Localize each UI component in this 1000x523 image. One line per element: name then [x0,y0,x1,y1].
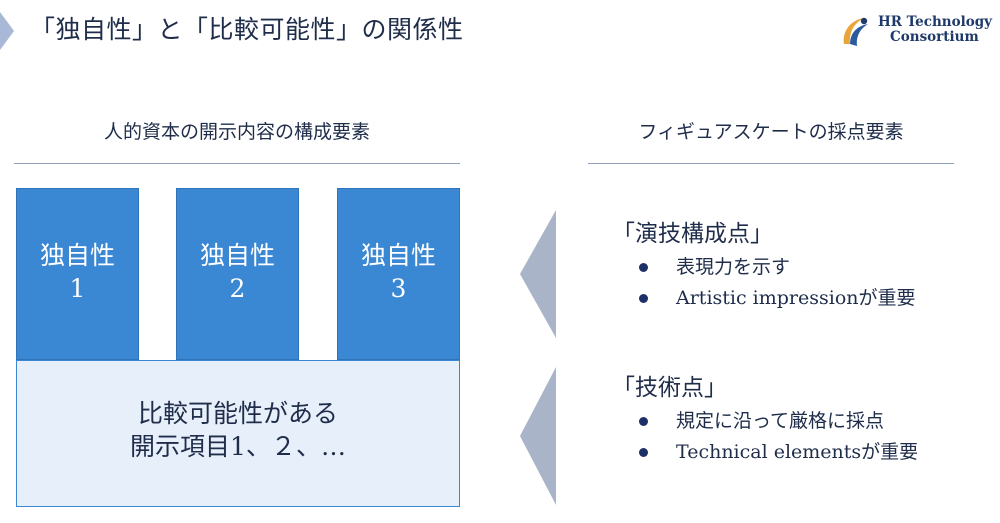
bullet-item: Technical elementsが重要 [612,437,918,468]
comparability-line-2: 開示項目1、２、… [130,432,346,461]
logo-text: HR Technology Consortium [878,15,992,45]
score-group-title: 「技術点」 [612,375,727,401]
comparability-line-1: 比較可能性がある [137,399,338,428]
slide-title: 「独自性」と「比較可能性」の関係性 [30,15,464,44]
right-heading-divider [588,163,954,164]
uniqueness-box-number: 1 [69,274,86,303]
left-section-heading: 人的資本の開示内容の構成要素 [103,121,370,143]
uniqueness-box-3: 独自性 3 [337,188,460,360]
logo-line-2: Consortium [890,29,979,45]
logo-line-1: HR Technology [878,14,993,30]
comparability-box: 比較可能性がある 開示項目1、２、… [16,360,460,507]
score-group-title: 「演技構成点」 [612,221,773,247]
left-pointing-chevron-icon [520,367,556,505]
score-bullet-list: 表現力を示す Artistic impressionが重要 [612,252,916,314]
left-pointing-chevron-icon [520,210,556,338]
bullet-item: Artistic impressionが重要 [612,283,916,314]
uniqueness-box-label: 独自性 [360,241,436,270]
uniqueness-box-2: 独自性 2 [176,188,299,360]
left-heading-divider [14,163,460,164]
bullet-item: 規定に沿って厳格に採点 [612,406,918,437]
right-section-heading: フィギュアスケートの採点要素 [638,121,904,143]
program-components-score-group: 「演技構成点」 表現力を示す Artistic impressionが重要 [612,218,916,314]
uniqueness-box-label: 独自性 [39,241,115,270]
slide-marker-arrow [0,12,14,50]
bullet-item: 表現力を示す [612,252,916,283]
uniqueness-box-number: 3 [390,274,407,303]
uniqueness-box-label: 独自性 [199,241,275,270]
uniqueness-box-number: 2 [229,274,246,303]
score-bullet-list: 規定に沿って厳格に採点 Technical elementsが重要 [612,406,918,468]
hr-technology-consortium-logo: HR Technology Consortium [838,14,998,54]
logo-swoosh-icon [843,17,868,46]
technical-score-group: 「技術点」 規定に沿って厳格に採点 Technical elementsが重要 [612,372,918,468]
uniqueness-box-1: 独自性 1 [16,188,139,360]
